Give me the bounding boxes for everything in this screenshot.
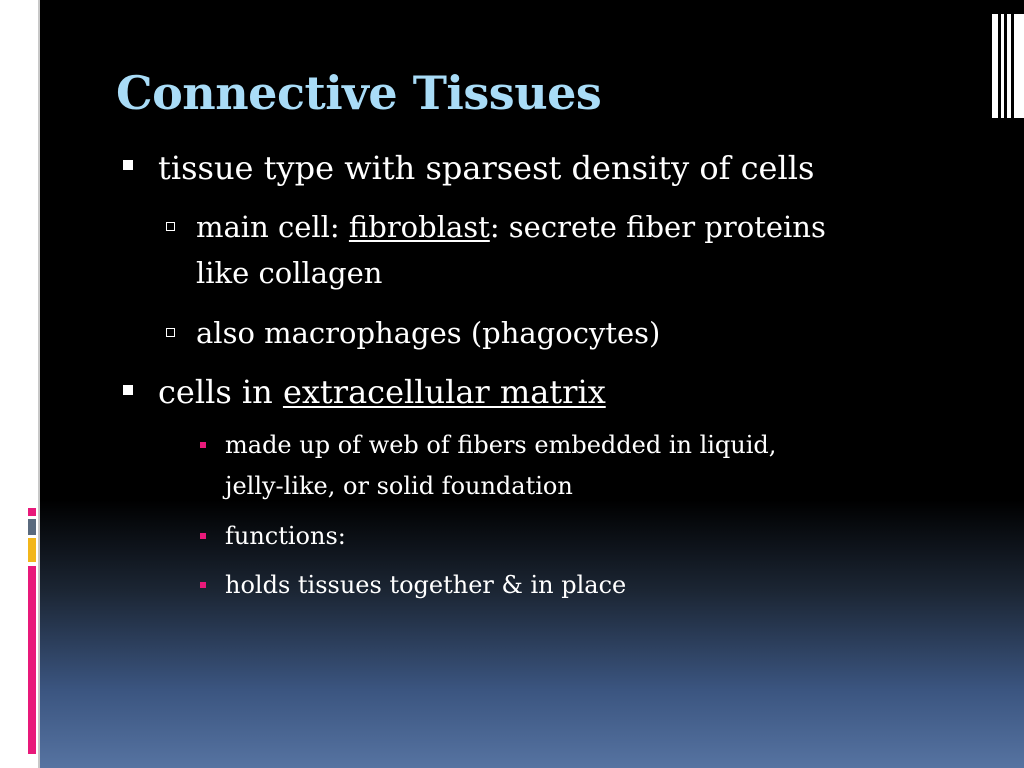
- accent-gold: [28, 538, 36, 562]
- pink-bullet-icon: [200, 442, 206, 448]
- hollow-square-icon: [166, 222, 175, 231]
- accent-pink-long: [28, 566, 36, 754]
- slide-title: Connective Tissues: [116, 66, 602, 120]
- bullet-item: tissue type with sparsest density of cel…: [158, 149, 815, 187]
- bullet-item: functions:: [225, 522, 346, 550]
- bullet-item: also macrophages (phagocytes): [196, 316, 661, 350]
- accent-slate: [28, 519, 36, 535]
- bullet-square-icon: [123, 160, 133, 170]
- bullet-item: main cell: fibroblast: secrete fiber pro…: [196, 210, 826, 290]
- pink-bullet-icon: [200, 533, 206, 539]
- extracellular-matrix-term: extracellular matrix: [282, 373, 606, 411]
- bullet-item: holds tissues together & in place: [225, 571, 627, 599]
- bullet-item: cells in extracellular matrix: [158, 373, 606, 411]
- bullet-square-icon: [123, 385, 133, 395]
- pink-bullet-icon: [200, 582, 206, 588]
- fibroblast-term: fibroblast: [348, 210, 490, 244]
- vertical-bars-icon: [992, 14, 1024, 118]
- accent-pink-small: [28, 508, 36, 516]
- bullet-item: made up of web of fibers embedded in liq…: [225, 431, 777, 500]
- hollow-square-icon: [166, 328, 175, 337]
- strip-edge: [38, 0, 40, 768]
